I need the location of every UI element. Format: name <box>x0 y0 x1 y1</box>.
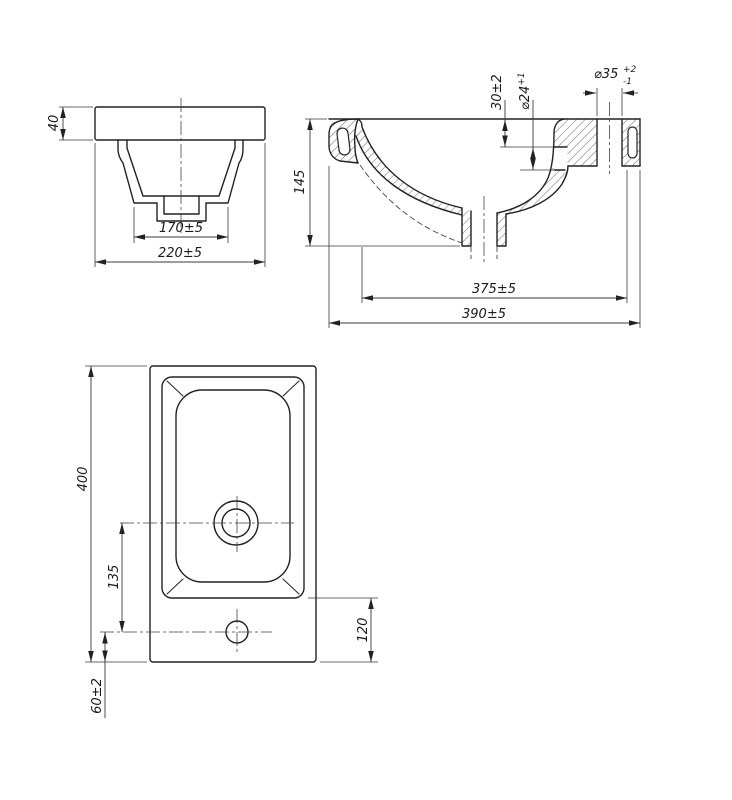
ext-line <box>308 597 378 663</box>
hatch-right-wall <box>497 119 568 214</box>
ext-line <box>596 88 623 116</box>
dim-label-right-offset: 120 <box>356 618 371 643</box>
bowl-under-left <box>355 135 463 216</box>
dim-label-front-height: 40 <box>47 115 62 132</box>
dim-label-plan-height: 400 <box>76 467 91 492</box>
bowl-inner-left <box>357 118 463 209</box>
ext-line <box>59 106 93 141</box>
hatch-drain-left <box>462 208 471 246</box>
dim-label-outer-length: 390±5 <box>462 307 506 322</box>
dim-label-faucet-tol-plus: +2 <box>623 65 637 75</box>
ext-line <box>85 365 147 663</box>
dim-label-faucet-tol-minus: -1 <box>623 77 632 87</box>
bowl-outer-right <box>505 165 569 215</box>
section-tab-outer <box>328 118 359 164</box>
overflow-hole-void <box>553 147 568 170</box>
ext-line <box>328 166 641 328</box>
dim-label-faucet-dia: ⌀35 <box>594 67 618 82</box>
plan-view: 400 135 60±2 120 <box>76 365 378 718</box>
hidden-underside <box>359 164 463 244</box>
section-view: 145 30±2 ⌀24+1 ⌀35 +2 -1 375±5 390±5 <box>293 65 641 328</box>
plan-corner-bevels <box>166 380 300 595</box>
hatch-drain-right <box>497 213 506 246</box>
overflow-hole-edges <box>553 146 568 171</box>
drain-walls <box>461 207 507 247</box>
hatch-left-wall <box>356 127 462 215</box>
front-flange <box>94 106 266 141</box>
dim-label-rim-offset: 30±2 <box>490 74 505 110</box>
dim-label-front-inner-width: 170±5 <box>159 221 203 236</box>
hidden-drain <box>470 246 498 259</box>
dim-label-bottom-offset: 60±2 <box>90 678 105 714</box>
hatch-deck-left <box>564 119 597 166</box>
ext-line <box>94 143 266 267</box>
dim-label-section-depth: 145 <box>293 170 308 195</box>
ext-line <box>305 118 460 247</box>
plan-rim <box>161 376 305 599</box>
front-drain-detail <box>163 195 200 215</box>
mount-slot-right <box>627 126 638 159</box>
mount-slot-left <box>336 127 351 156</box>
dim-label-hole-spacing: 135 <box>107 565 122 590</box>
ext-line <box>361 170 628 303</box>
section-tab-inner <box>353 118 359 164</box>
dim-label-inner-length: 375±5 <box>472 282 516 297</box>
bowl-inner-right <box>496 118 565 214</box>
plan-bowl <box>175 389 291 583</box>
dim-label-front-outer-width: 220±5 <box>158 246 202 261</box>
plan-outer <box>149 365 317 663</box>
front-body-outer <box>117 139 244 222</box>
dim-label-overflow-dia: ⌀24+1 <box>517 72 533 110</box>
faucet-hole-walls <box>596 118 623 167</box>
front-view: 40 170±5 220±5 <box>47 98 266 267</box>
